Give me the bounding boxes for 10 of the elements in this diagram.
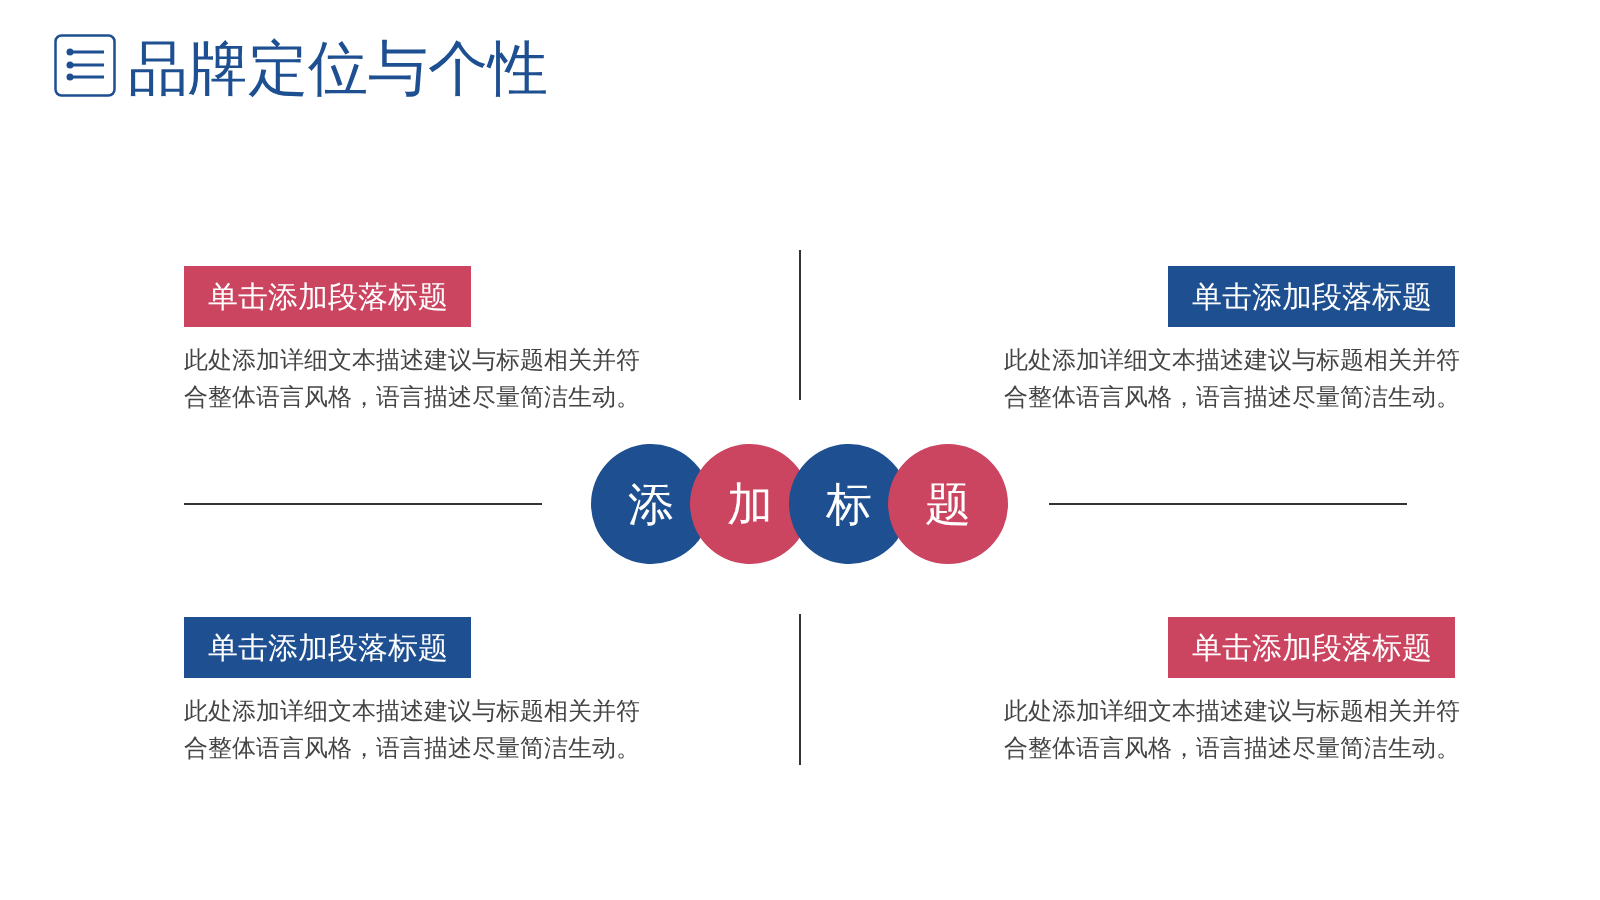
body-text: 此处添加详细文本描述建议与标题相关并符合整体语言风格，语言描述尽量简洁生动。 <box>1004 696 1461 764</box>
page-title: 品牌定位与个性 <box>128 34 548 102</box>
section-heading: 单击添加段落标题 <box>1168 617 1455 678</box>
title-circle: 题 <box>888 444 1008 564</box>
section-heading: 单击添加段落标题 <box>184 266 471 327</box>
body-text: 此处添加详细文本描述建议与标题相关并符合整体语言风格，语言描述尽量简洁生动。 <box>1004 345 1461 413</box>
body-text: 此处添加详细文本描述建议与标题相关并符合整体语言风格，语言描述尽量简洁生动。 <box>184 696 641 764</box>
body-text: 此处添加详细文本描述建议与标题相关并符合整体语言风格，语言描述尽量简洁生动。 <box>184 345 641 413</box>
section-heading: 单击添加段落标题 <box>184 617 471 678</box>
section-heading: 单击添加段落标题 <box>1168 266 1455 327</box>
